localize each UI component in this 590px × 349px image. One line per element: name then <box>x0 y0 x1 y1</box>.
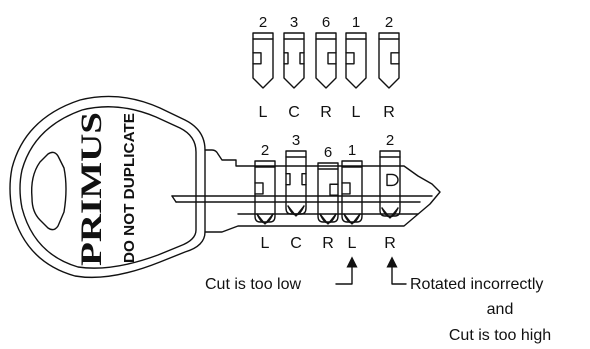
pin: 2L <box>254 142 276 252</box>
pin-orientation-notch <box>252 52 262 65</box>
pin-orientation-notch <box>254 182 264 195</box>
pin-tip <box>319 213 337 225</box>
pin-body <box>254 160 276 223</box>
pin-body <box>285 150 307 215</box>
pin-orientation-notch <box>285 172 291 186</box>
pin-depth-label: 2 <box>259 14 267 31</box>
pin-orientation-notch <box>390 52 400 65</box>
key-bow: PRIMUS DO NOT DUPLICATE <box>9 95 206 279</box>
pin-orientation-notch <box>341 182 351 195</box>
key-brand-stamp: PRIMUS <box>75 112 108 266</box>
key-warning-stamp: DO NOT DUPLICATE <box>121 113 138 263</box>
pin-depth-label: 1 <box>352 14 360 31</box>
pin-orientation-label: R <box>383 104 395 121</box>
pin-orientation-notch <box>283 52 289 65</box>
pin-tip <box>381 207 399 219</box>
pin-body <box>283 32 305 89</box>
pin: 2R <box>379 132 401 252</box>
pin-orientation-label: R <box>384 235 396 252</box>
pin-depth-label: 1 <box>348 142 356 159</box>
pin-orientation-label: R <box>322 235 334 252</box>
pin: 6R <box>315 14 337 121</box>
rotated-leader <box>386 256 407 285</box>
too-low-leader <box>335 256 358 285</box>
pin-tip <box>287 205 305 217</box>
pin-depth-label: 3 <box>292 132 300 149</box>
pin-tip-arc <box>287 205 305 216</box>
pin-body <box>379 150 401 217</box>
key-bow-inner-outline <box>19 106 197 269</box>
key-blade <box>171 149 441 233</box>
pin-tip <box>343 213 361 225</box>
pin-orientation-label: L <box>261 235 270 252</box>
pin: 2L <box>252 14 274 121</box>
pin: 1L <box>341 142 363 252</box>
rotated-label-line3: Cut is too high <box>449 327 551 344</box>
pin-depth-label: 6 <box>322 14 330 31</box>
pin-orientation-notch <box>299 52 305 65</box>
rotated-label-line2: and <box>487 301 514 318</box>
pin-body <box>345 32 367 89</box>
pin-depth-label: 2 <box>261 142 269 159</box>
pin-depth-label: 6 <box>324 144 332 161</box>
pin: 3C <box>285 132 307 252</box>
pin: 1L <box>345 14 367 121</box>
pin-orientation-notch <box>345 52 355 65</box>
pin-orientation-notch <box>301 172 307 186</box>
pin-body <box>315 32 337 89</box>
pin-tip-arc <box>343 213 361 224</box>
pin-orientation-label: C <box>290 235 302 252</box>
pin-orientation-label: L <box>348 235 357 252</box>
pin-body <box>341 160 363 223</box>
pin-orientation-notch <box>386 173 399 187</box>
pin-depth-label: 2 <box>385 14 393 31</box>
pin: 3C <box>283 14 305 121</box>
pin-body <box>317 162 339 223</box>
pin-orientation-label: L <box>352 104 361 121</box>
rotated-label-line1: Rotated incorrectly <box>410 276 543 293</box>
pin-tip <box>256 213 274 225</box>
blade-outline <box>204 149 441 233</box>
pin-orientation-notch <box>327 52 337 65</box>
pin-body <box>252 32 274 89</box>
pin-tip-arc <box>256 213 274 224</box>
pin-tip-arc <box>319 213 337 224</box>
pin: 6R <box>317 144 339 252</box>
pin-orientation-notch <box>329 183 339 196</box>
pin-body <box>378 32 400 89</box>
pin-depth-label: 2 <box>386 132 394 149</box>
key-bow-outline <box>9 95 206 279</box>
pin-depth-label: 3 <box>290 14 298 31</box>
pin-orientation-label: R <box>320 104 332 121</box>
pin-orientation-label: C <box>288 104 300 121</box>
pin-tip-arc <box>381 207 399 218</box>
too-low-label: Cut is too low <box>205 276 301 293</box>
pin-orientation-label: L <box>259 104 268 121</box>
blade-groove-tip <box>171 195 177 203</box>
key-bow-hole <box>30 151 67 231</box>
annotations: Cut is too low Rotated incorrectly and C… <box>205 256 551 344</box>
pin: 2R <box>378 14 400 121</box>
